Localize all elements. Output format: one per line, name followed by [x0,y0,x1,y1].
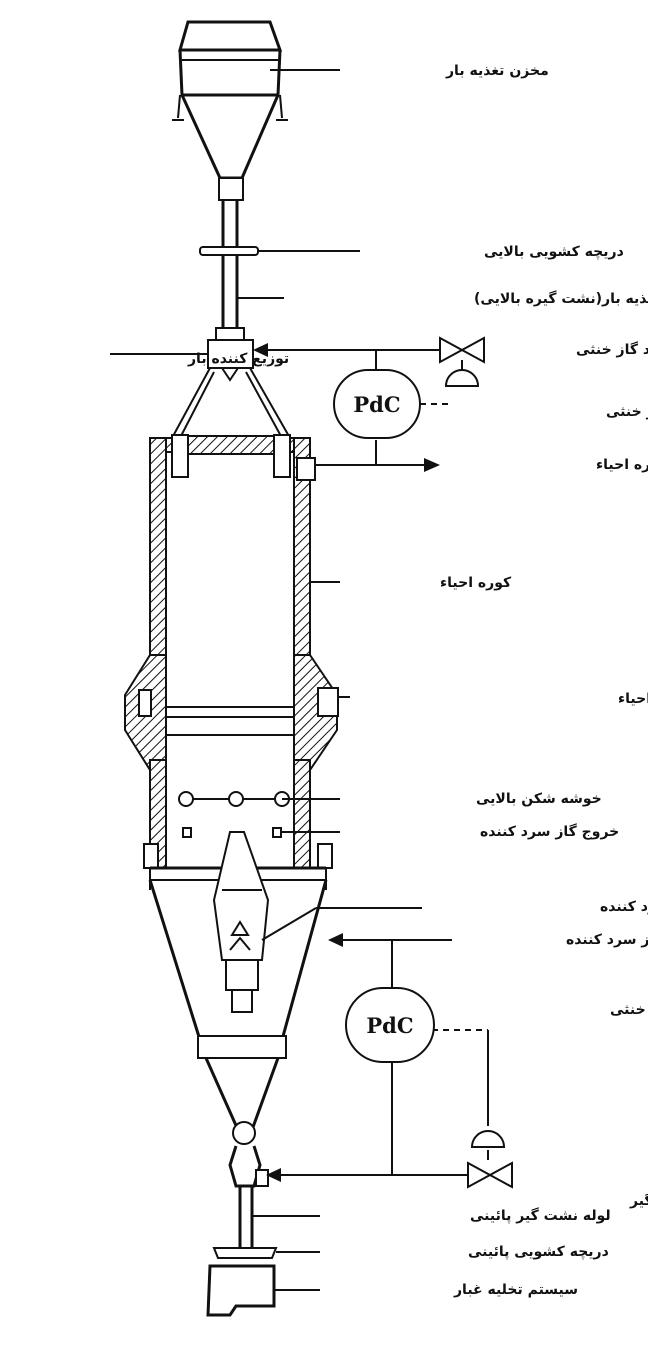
label-feed-hopper: مخزن تغذیه بار [445,63,549,79]
feed-distributor [170,327,292,439]
label-coolant-gas-inlet: ورود گاز سرد کننده [566,931,648,948]
label-lower-seal-pipe: لوله نشت گیر پائینی [470,1207,611,1224]
reduction-furnace-shell [124,434,339,890]
label-upper-slide-valve: دریچه کشویی بالایی [484,244,624,260]
feed-pipe [221,200,239,330]
pressure-regulator-bottom: PdC [345,987,435,1063]
inert-gas-valve-top [439,336,485,364]
label-coolant-distributor: راکتور توزیع گاز سرد کننده [600,898,648,915]
label-feed-pipe: لوله تغذیه بار(نشت گیره بالایی) [474,290,648,307]
label-coolant-gas-outlet: خروج گاز سرد کننده [480,823,619,840]
dust-discharge-box [206,1264,276,1317]
label-feed-distributor: توزیع کننده بار [187,351,289,367]
label-upper-cluster-breaker: خوشه شکن بالایی [476,791,602,807]
lower-seal-assembly [228,1121,269,1248]
label-furnace-gas-outlet: گاز خروجی کوره احیاء [596,456,648,473]
label-inert-gas-inlet: ورود گاز خنثی [576,341,648,358]
pdc-label-bottom: PdC [366,1013,413,1038]
label-reduction-furnace: کوره احیاء [440,575,512,591]
bottom-control-loop [266,933,506,1182]
feed-hopper [172,20,288,201]
label-pressure-regulator-bottom: تنظیم کننده فشار گاز خنثی [610,1001,648,1018]
label-dust-discharge: سیستم تخلیه غبار [453,1282,578,1298]
pdc-label-top: PdC [353,392,400,417]
upper-slide-valve [199,246,259,256]
label-pressure-regulator-top: تنظیم کننده فشار گاز خنثی [606,403,648,420]
upper-cluster-breaker [178,791,290,807]
label-reducing-gas-inlet: ورود گاز احیاء کننده به کوره احیاء [618,690,648,707]
lower-slide-valve [212,1247,278,1259]
lower-cone [148,831,328,1131]
top-control-loop [253,343,480,472]
label-seal-inert-gas-inlet: ورود گاز خنثی نشت گیر [629,1192,648,1209]
label-lower-slide-valve: دریچه کشویی پائینی [468,1244,609,1260]
seal-inert-gas-valve [467,1161,513,1189]
pressure-regulator-top: PdC [333,369,421,439]
leader-lines [252,69,422,1291]
